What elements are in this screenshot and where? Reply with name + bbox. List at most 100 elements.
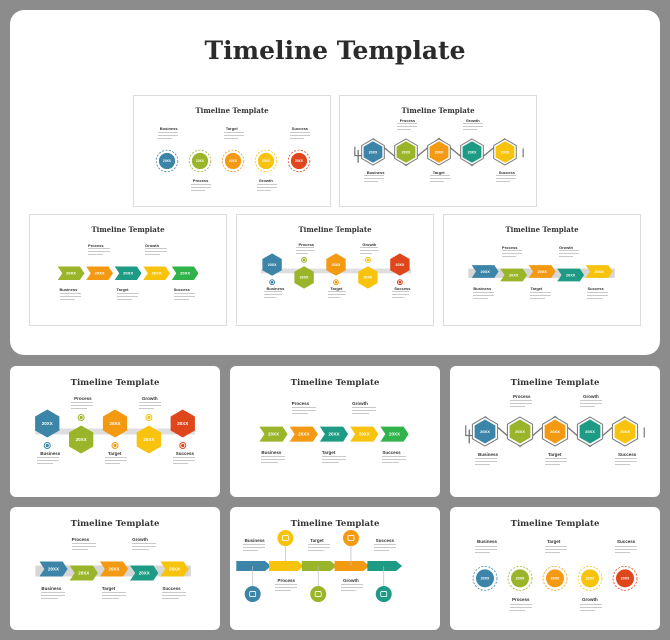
hexagon: [429, 141, 449, 163]
arrow-segment: [114, 266, 142, 280]
dot-inner: [181, 443, 185, 448]
text-placeholder: [173, 292, 196, 294]
stage-label: Target: [225, 125, 238, 131]
dot-inner: [398, 280, 402, 284]
text-placeholder: [191, 190, 205, 192]
text-placeholder: [224, 138, 238, 140]
year-label: 20XX: [143, 437, 154, 442]
text-placeholder: [321, 461, 339, 463]
text-placeholder: [37, 462, 53, 464]
text-placeholder: [430, 178, 450, 180]
stage-label: Business: [266, 286, 285, 292]
text-placeholder: [71, 549, 89, 551]
dot-inner: [45, 443, 49, 448]
text-placeholder: [145, 251, 167, 253]
arrow-segment: [39, 561, 68, 577]
path-segment: [236, 561, 272, 572]
year-label: 20XX: [262, 159, 271, 163]
arrow-segment: [57, 266, 85, 280]
text-placeholder: [328, 297, 341, 298]
year-label: 20XX: [501, 150, 510, 154]
year-label: 20XX: [332, 263, 341, 267]
text-placeholder: [615, 549, 637, 551]
text-placeholder: [116, 292, 139, 294]
stage-label: Target: [330, 286, 343, 292]
text-placeholder: [352, 409, 377, 411]
year-label: 20XX: [480, 429, 490, 434]
year-label: 20XX: [66, 271, 76, 276]
text-placeholder: [397, 129, 411, 131]
text-placeholder: [496, 175, 516, 177]
text-placeholder: [359, 250, 378, 251]
stage-label: Success: [498, 170, 515, 175]
year-label: 20XX: [295, 159, 304, 163]
text-placeholder: [473, 294, 494, 296]
text-placeholder: [463, 129, 477, 131]
hexagon: [495, 141, 515, 163]
year-label: 20XX: [180, 271, 190, 276]
text-placeholder: [545, 552, 561, 554]
stage-label: Business: [41, 586, 62, 592]
arrow-left: [465, 425, 475, 437]
stage-label: Target: [116, 287, 129, 293]
text-placeholder: [473, 291, 494, 293]
text-placeholder: [475, 549, 497, 551]
text-placeholder: [264, 291, 282, 292]
arrow-segment: [585, 265, 613, 278]
year-label: 20XX: [621, 577, 630, 581]
dot-inner: [147, 415, 151, 420]
path-segment: [301, 561, 337, 572]
text-placeholder: [530, 294, 551, 296]
stage-label: Growth: [145, 243, 160, 249]
slide-title: Timeline Template: [290, 519, 380, 529]
text-placeholder: [580, 604, 602, 606]
text-placeholder: [352, 406, 377, 408]
text-placeholder: [275, 584, 298, 586]
arrow-segment: [130, 565, 159, 581]
hexagon: [462, 141, 482, 163]
glyph-icon: [314, 591, 322, 597]
text-placeholder: [172, 462, 189, 464]
text-placeholder: [291, 406, 316, 408]
text-placeholder: [172, 459, 195, 461]
arrow-segment: [259, 426, 288, 442]
text-placeholder: [510, 604, 532, 606]
hexagon: [390, 253, 410, 276]
year-label: 20XX: [76, 437, 87, 442]
text-placeholder: [158, 132, 178, 134]
text-placeholder: [373, 544, 396, 546]
circle-ring: [254, 149, 278, 173]
stage-label: Growth: [582, 597, 598, 603]
hexagon: [474, 419, 496, 444]
glyph-icon: [249, 591, 257, 597]
slide-title: Timeline Template: [505, 225, 579, 234]
text-placeholder: [463, 126, 483, 128]
stage-label: Process: [277, 578, 295, 584]
dot-inner: [270, 280, 274, 284]
text-placeholder: [257, 190, 271, 192]
text-placeholder: [132, 543, 157, 545]
text-placeholder: [224, 135, 244, 137]
stage-label: Growth: [132, 537, 148, 543]
text-placeholder: [242, 550, 259, 552]
text-placeholder: [257, 187, 277, 189]
text-placeholder: [615, 457, 637, 459]
arrow-segment: [99, 561, 129, 577]
stage-label: Business: [59, 287, 78, 293]
text-placeholder: [391, 291, 410, 292]
stage-label: Success: [618, 451, 637, 457]
year-label: 20XX: [108, 567, 119, 572]
year-label: 20XX: [109, 421, 120, 426]
slide-title: Timeline Template: [510, 519, 600, 529]
text-placeholder: [373, 550, 390, 552]
year-label: 20XX: [480, 270, 490, 274]
text-placeholder: [340, 584, 363, 586]
year-label: 20XX: [537, 270, 547, 274]
